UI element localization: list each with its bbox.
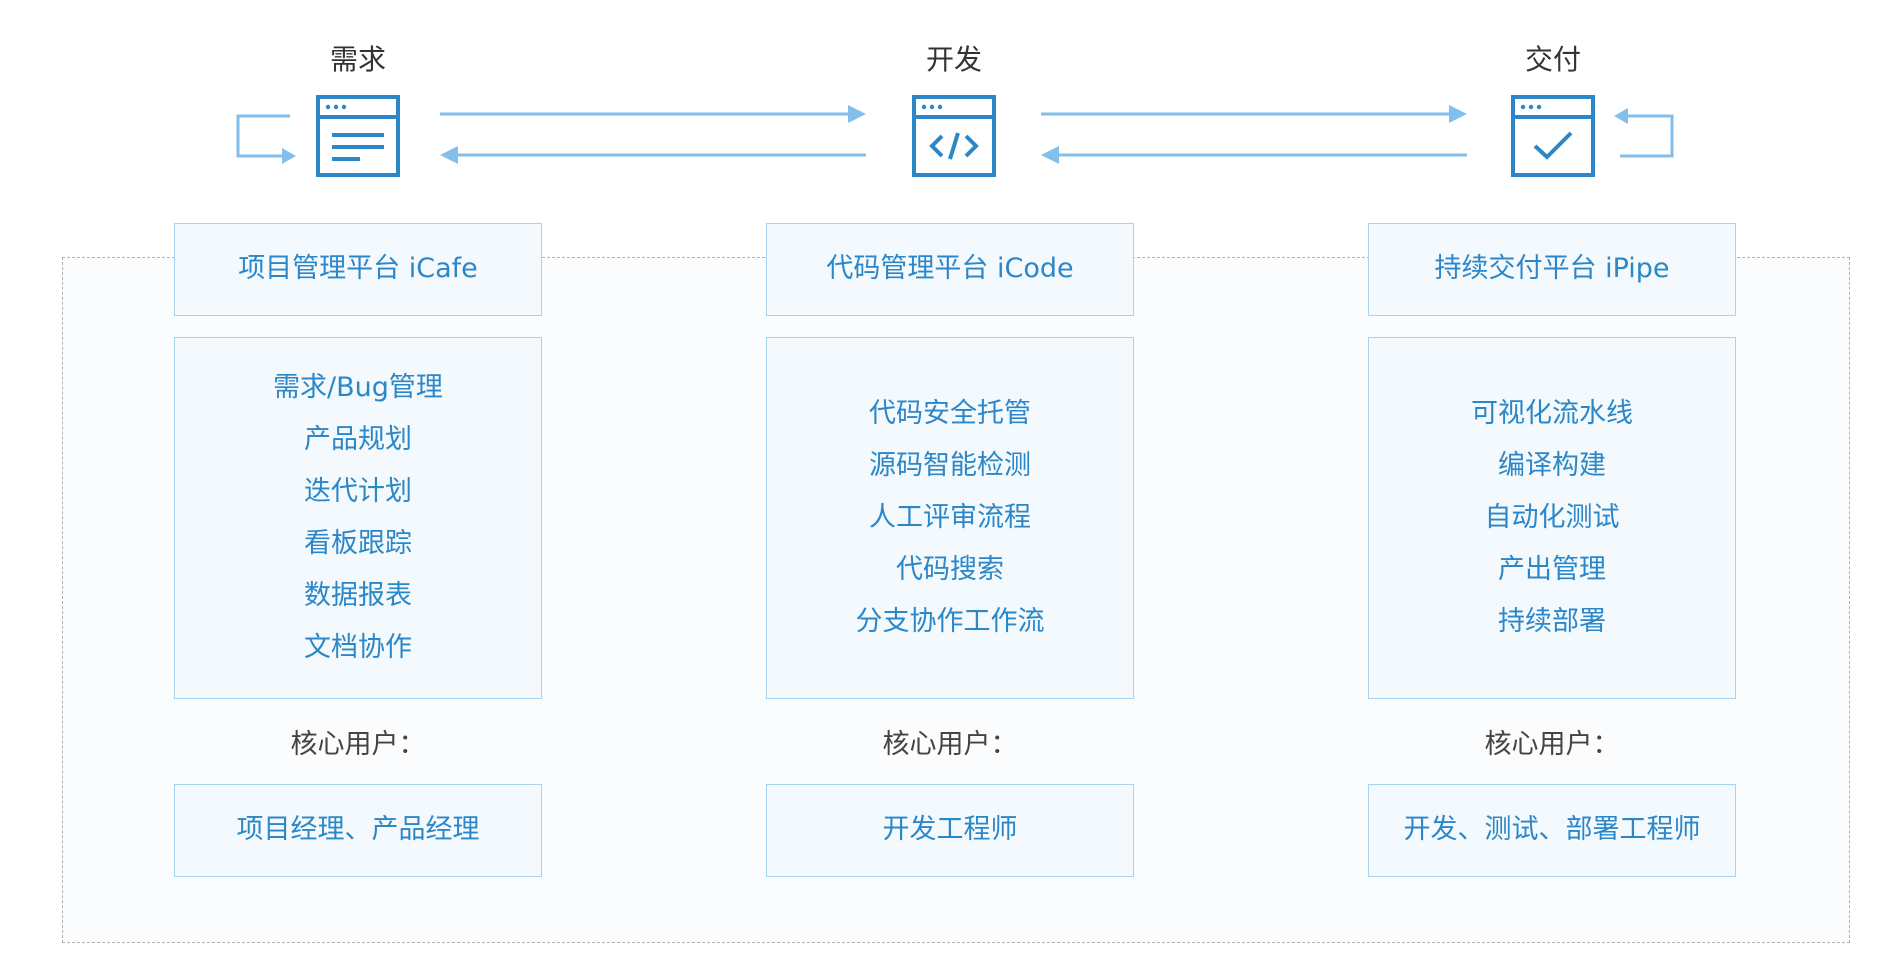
arrows-requirement-development xyxy=(440,105,866,164)
core-users-box-icode: 开发工程师 xyxy=(766,784,1134,877)
feature-item: 迭代计划 xyxy=(304,476,412,507)
platform-box-icafe: 项目管理平台 iCafe xyxy=(174,223,542,316)
feature-item: 数据报表 xyxy=(304,580,412,611)
loop-arrow-left xyxy=(236,114,296,164)
feature-item: 代码安全托管 xyxy=(869,398,1031,429)
core-users-label: 核心用户： xyxy=(882,729,1018,760)
arrows-development-delivery xyxy=(1041,105,1467,164)
code-brackets-icon xyxy=(912,95,996,177)
feature-item: 产品规划 xyxy=(304,424,412,455)
feature-item: 需求/Bug管理 xyxy=(273,372,443,403)
feature-list-ipipe: 可视化流水线 编译构建 自动化测试 产出管理 持续部署 xyxy=(1368,337,1736,699)
feature-item: 看板跟踪 xyxy=(304,528,412,559)
platform-box-icode: 代码管理平台 iCode xyxy=(766,223,1134,316)
stage-title-requirement: 需求 xyxy=(329,43,386,76)
platform-box-ipipe: 持续交付平台 iPipe xyxy=(1368,223,1736,316)
document-lines-icon xyxy=(316,95,400,177)
feature-item: 自动化测试 xyxy=(1484,502,1620,533)
stage-title-delivery: 交付 xyxy=(1524,43,1581,76)
feature-item: 持续部署 xyxy=(1498,606,1606,637)
feature-list-icode: 代码安全托管 源码智能检测 人工评审流程 代码搜索 分支协作工作流 xyxy=(766,337,1134,699)
core-users-box-ipipe: 开发、测试、部署工程师 xyxy=(1368,784,1736,877)
feature-item: 文档协作 xyxy=(304,632,412,663)
feature-item: 可视化流水线 xyxy=(1471,398,1633,429)
core-users-label: 核心用户： xyxy=(1484,729,1620,760)
feature-item: 分支协作工作流 xyxy=(855,606,1045,637)
feature-item: 源码智能检测 xyxy=(869,450,1031,481)
core-users-label: 核心用户： xyxy=(290,729,426,760)
loop-arrow-right xyxy=(1614,108,1674,158)
feature-list-icafe: 需求/Bug管理 产品规划 迭代计划 看板跟踪 数据报表 文档协作 xyxy=(174,337,542,699)
feature-item: 人工评审流程 xyxy=(869,502,1031,533)
stage-title-development: 开发 xyxy=(925,43,982,76)
core-users-box-icafe: 项目经理、产品经理 xyxy=(174,784,542,877)
feature-item: 产出管理 xyxy=(1498,554,1606,585)
feature-item: 编译构建 xyxy=(1498,450,1606,481)
checkmark-icon xyxy=(1511,95,1595,177)
feature-item: 代码搜索 xyxy=(896,554,1004,585)
